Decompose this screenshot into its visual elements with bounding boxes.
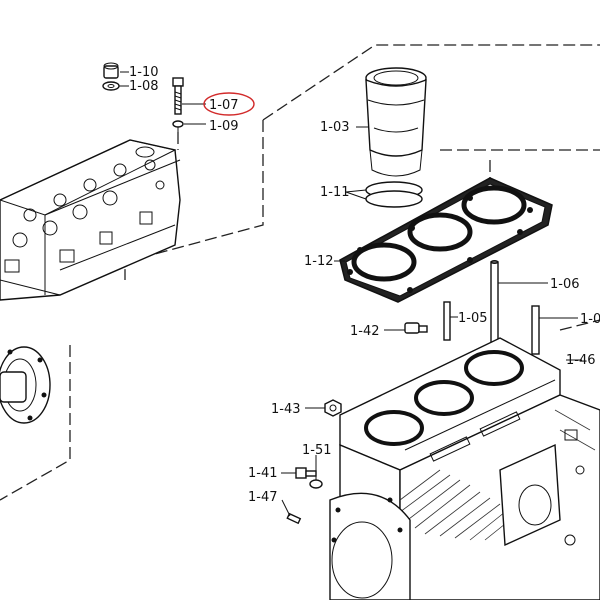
label-1-41: 1-41 (248, 466, 278, 481)
nut-part (103, 62, 119, 79)
plug-part (324, 399, 342, 417)
sealing-washer-part (309, 479, 323, 489)
cylinder-liner-part (365, 67, 427, 177)
label-1-43: 1-43 (271, 402, 301, 417)
fitting-part (404, 322, 428, 334)
head-gasket-part (339, 177, 553, 303)
stud-long-part (490, 260, 499, 353)
stud-short-part (443, 301, 451, 341)
cylinder-block-illustration (329, 337, 600, 600)
label-1-10: 1-10 (129, 65, 159, 80)
label-1-0-truncated: 1-0 (580, 312, 600, 327)
label-1-08: 1-08 (129, 79, 159, 94)
cylinder-head-illustration (0, 139, 181, 301)
assembly-guide-lines (0, 44, 600, 501)
leader-lines (119, 71, 582, 517)
label-1-47: 1-47 (248, 490, 278, 505)
label-1-09: 1-09 (209, 119, 239, 134)
label-1-03: 1-03 (320, 120, 350, 135)
label-1-06: 1-06 (550, 277, 580, 292)
liner-o-rings-part (365, 181, 423, 208)
label-1-12: 1-12 (304, 254, 334, 269)
head-bolt-part (172, 77, 184, 115)
bolt-part (295, 467, 317, 479)
pin-part (286, 512, 302, 525)
o-ring-part (172, 120, 184, 128)
end-plate-illustration (0, 346, 51, 424)
stud-right-part (531, 305, 540, 355)
washer-part (102, 81, 120, 91)
label-1-51: 1-51 (302, 443, 332, 458)
label-1-05: 1-05 (458, 311, 488, 326)
label-1-07: 1-07 (209, 98, 239, 113)
highlight-ring (203, 92, 255, 116)
label-1-42: 1-42 (350, 324, 380, 339)
label-1-11: 1-11 (320, 185, 350, 200)
callout-labels: 1-10 1-08 1-07 1-09 1-03 1-11 1-12 1-06 … (129, 65, 600, 505)
label-1-46: 1-46 (566, 353, 596, 368)
